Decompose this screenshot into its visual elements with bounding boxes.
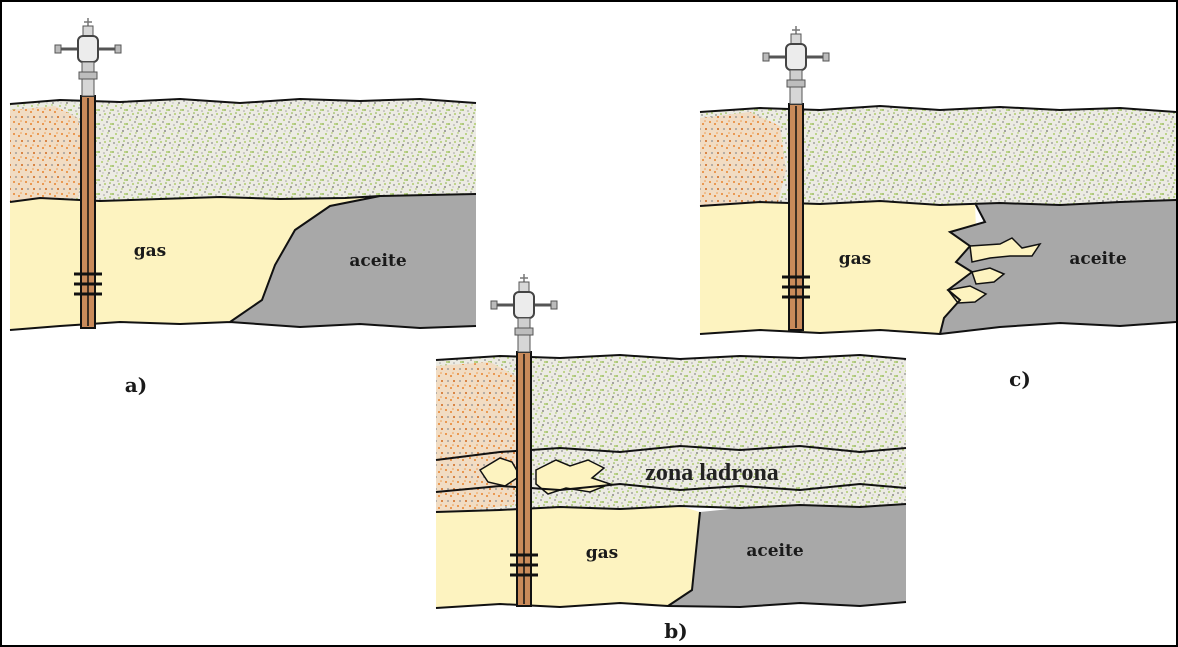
panel-b-oil-zone <box>668 504 906 607</box>
panel-a-gas-zone <box>10 196 380 330</box>
panel-b-boundaries <box>435 353 907 609</box>
panel-b-gas-label: gas <box>586 543 618 563</box>
panel-a-oil-label: aceite <box>349 251 406 271</box>
panel-b: zona ladrona gas aceite b) <box>435 272 907 643</box>
panel-c-gas-fingers <box>946 237 1042 304</box>
panel-b-gas-zone <box>436 506 700 608</box>
panel-c-orange-rock <box>700 112 786 206</box>
panel-a: gas aceite a) <box>9 16 477 397</box>
panel-c-oil-label: aceite <box>1069 249 1126 269</box>
panel-a-well <box>53 16 123 329</box>
panel-a-oil-zone <box>230 194 476 328</box>
panel-c-gas-zone <box>700 201 980 334</box>
panel-c-well <box>761 24 831 331</box>
panel-b-oil-label: aceite <box>746 541 803 561</box>
panel-a-boundaries <box>9 97 477 331</box>
panel-c-rock-layer <box>700 106 1176 206</box>
panel-c: gas aceite c) <box>699 24 1177 391</box>
panel-a-rock-layer <box>10 99 476 202</box>
panel-a-orange-rock <box>10 106 84 202</box>
panel-b-thief-zone-label: zona ladrona <box>645 460 779 486</box>
panel-c-gas-label: gas <box>839 249 871 269</box>
panel-b-orange-rock <box>436 362 522 512</box>
panel-b-caption: b) <box>664 619 687 643</box>
panel-c-boundaries <box>699 104 1177 336</box>
panel-a-gas-label: gas <box>134 241 166 261</box>
panel-b-well <box>489 272 559 607</box>
panel-c-caption: c) <box>1009 367 1031 391</box>
panel-a-caption: a) <box>125 373 147 397</box>
panel-c-oil-zone <box>940 200 1176 334</box>
